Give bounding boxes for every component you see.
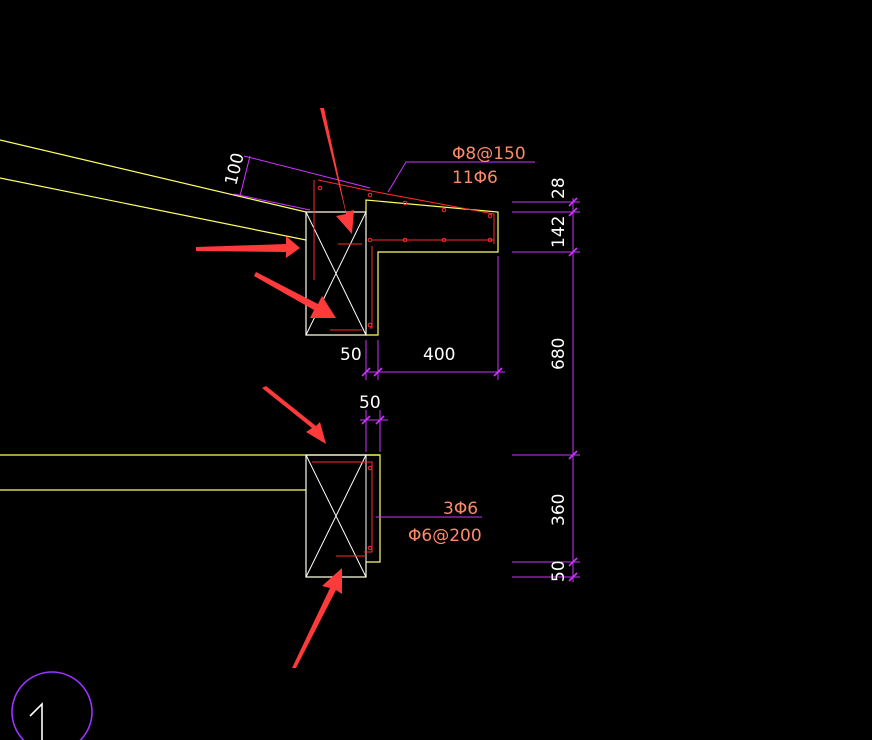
rebar-dot [487,213,493,219]
upper-beam-box [305,211,367,336]
lower-beam-outline [305,454,381,578]
roof-slab-top-edge [0,139,307,213]
arrow-icon [196,236,300,258]
rebar-dot [441,237,447,243]
top-rebar-leader [387,161,535,193]
bottom-rebar-spec: Φ6@200 [408,526,482,546]
rebar-dot [367,237,373,243]
dim-tick [568,572,578,582]
dim-ledge-height: 142 [549,216,569,248]
dim-tip-height: 28 [549,177,569,199]
rebar-dots [317,185,493,551]
cantilever-outline [365,199,499,336]
rebar-dot [317,185,323,191]
dim-tick [493,367,503,377]
dim-100-ext-a [243,155,371,189]
dim-100-ext-b [233,193,311,211]
dim-100-line [239,155,251,197]
dim-tick [361,415,371,425]
lower-beam-cross-b [305,454,367,578]
dim-gap-top: 50 [340,345,362,365]
bottom-rebar-count: 3Φ6 [443,499,478,519]
rebar-dot [487,237,493,243]
dimension-lines [233,155,580,582]
dim-cantilever-width: 400 [423,345,455,365]
dim-tick [568,450,578,460]
dim-slab-thickness: 100 [221,151,248,187]
top-rebar-spec: Φ8@150 [452,144,526,164]
dim-tick [568,557,578,567]
arrow-icon [292,568,342,668]
arrow-icon [262,386,326,444]
rebar-dot [367,545,373,551]
section-marker-icon: 1 [11,671,93,740]
rebar-dot [367,192,373,198]
dim-tick [568,247,578,257]
rebar-dot [367,322,373,328]
dim-lower-beam: 360 [549,494,569,526]
rebar-dot [402,237,408,243]
dim-tick [568,207,578,217]
rebar [312,179,495,557]
arrow-icon [320,108,354,234]
roof-slab-bottom-edge [0,177,307,241]
rebar-annotations: Φ8@150 11Φ6 3Φ6 Φ6@200 [408,144,526,546]
dim-tick [375,415,385,425]
beam-hatching [305,211,367,578]
top-rebar-count: 11Φ6 [452,168,498,188]
dim-tick [361,367,371,377]
arrow-icon [254,272,336,318]
dim-tick [568,197,578,207]
rebar-dot [402,200,408,206]
section-marker-circle [11,671,93,740]
rebar-dot [367,465,373,471]
rebar-dot [441,207,447,213]
dimension-texts: 100 50 400 50 28 142 680 360 50 [221,151,569,582]
pointer-arrows [196,108,354,668]
section-marker-digit [29,702,43,740]
slab-top-rebar [317,179,495,244]
dim-gap-bottom: 50 [359,393,381,413]
dim-tick [373,367,383,377]
dimension-ticks [361,197,578,582]
dim-bottom-offset: 50 [549,560,569,582]
lower-beam-stirrup [312,461,373,553]
cantilever-bottom-rebar [370,246,373,329]
dim-beam-gap: 680 [549,338,569,370]
